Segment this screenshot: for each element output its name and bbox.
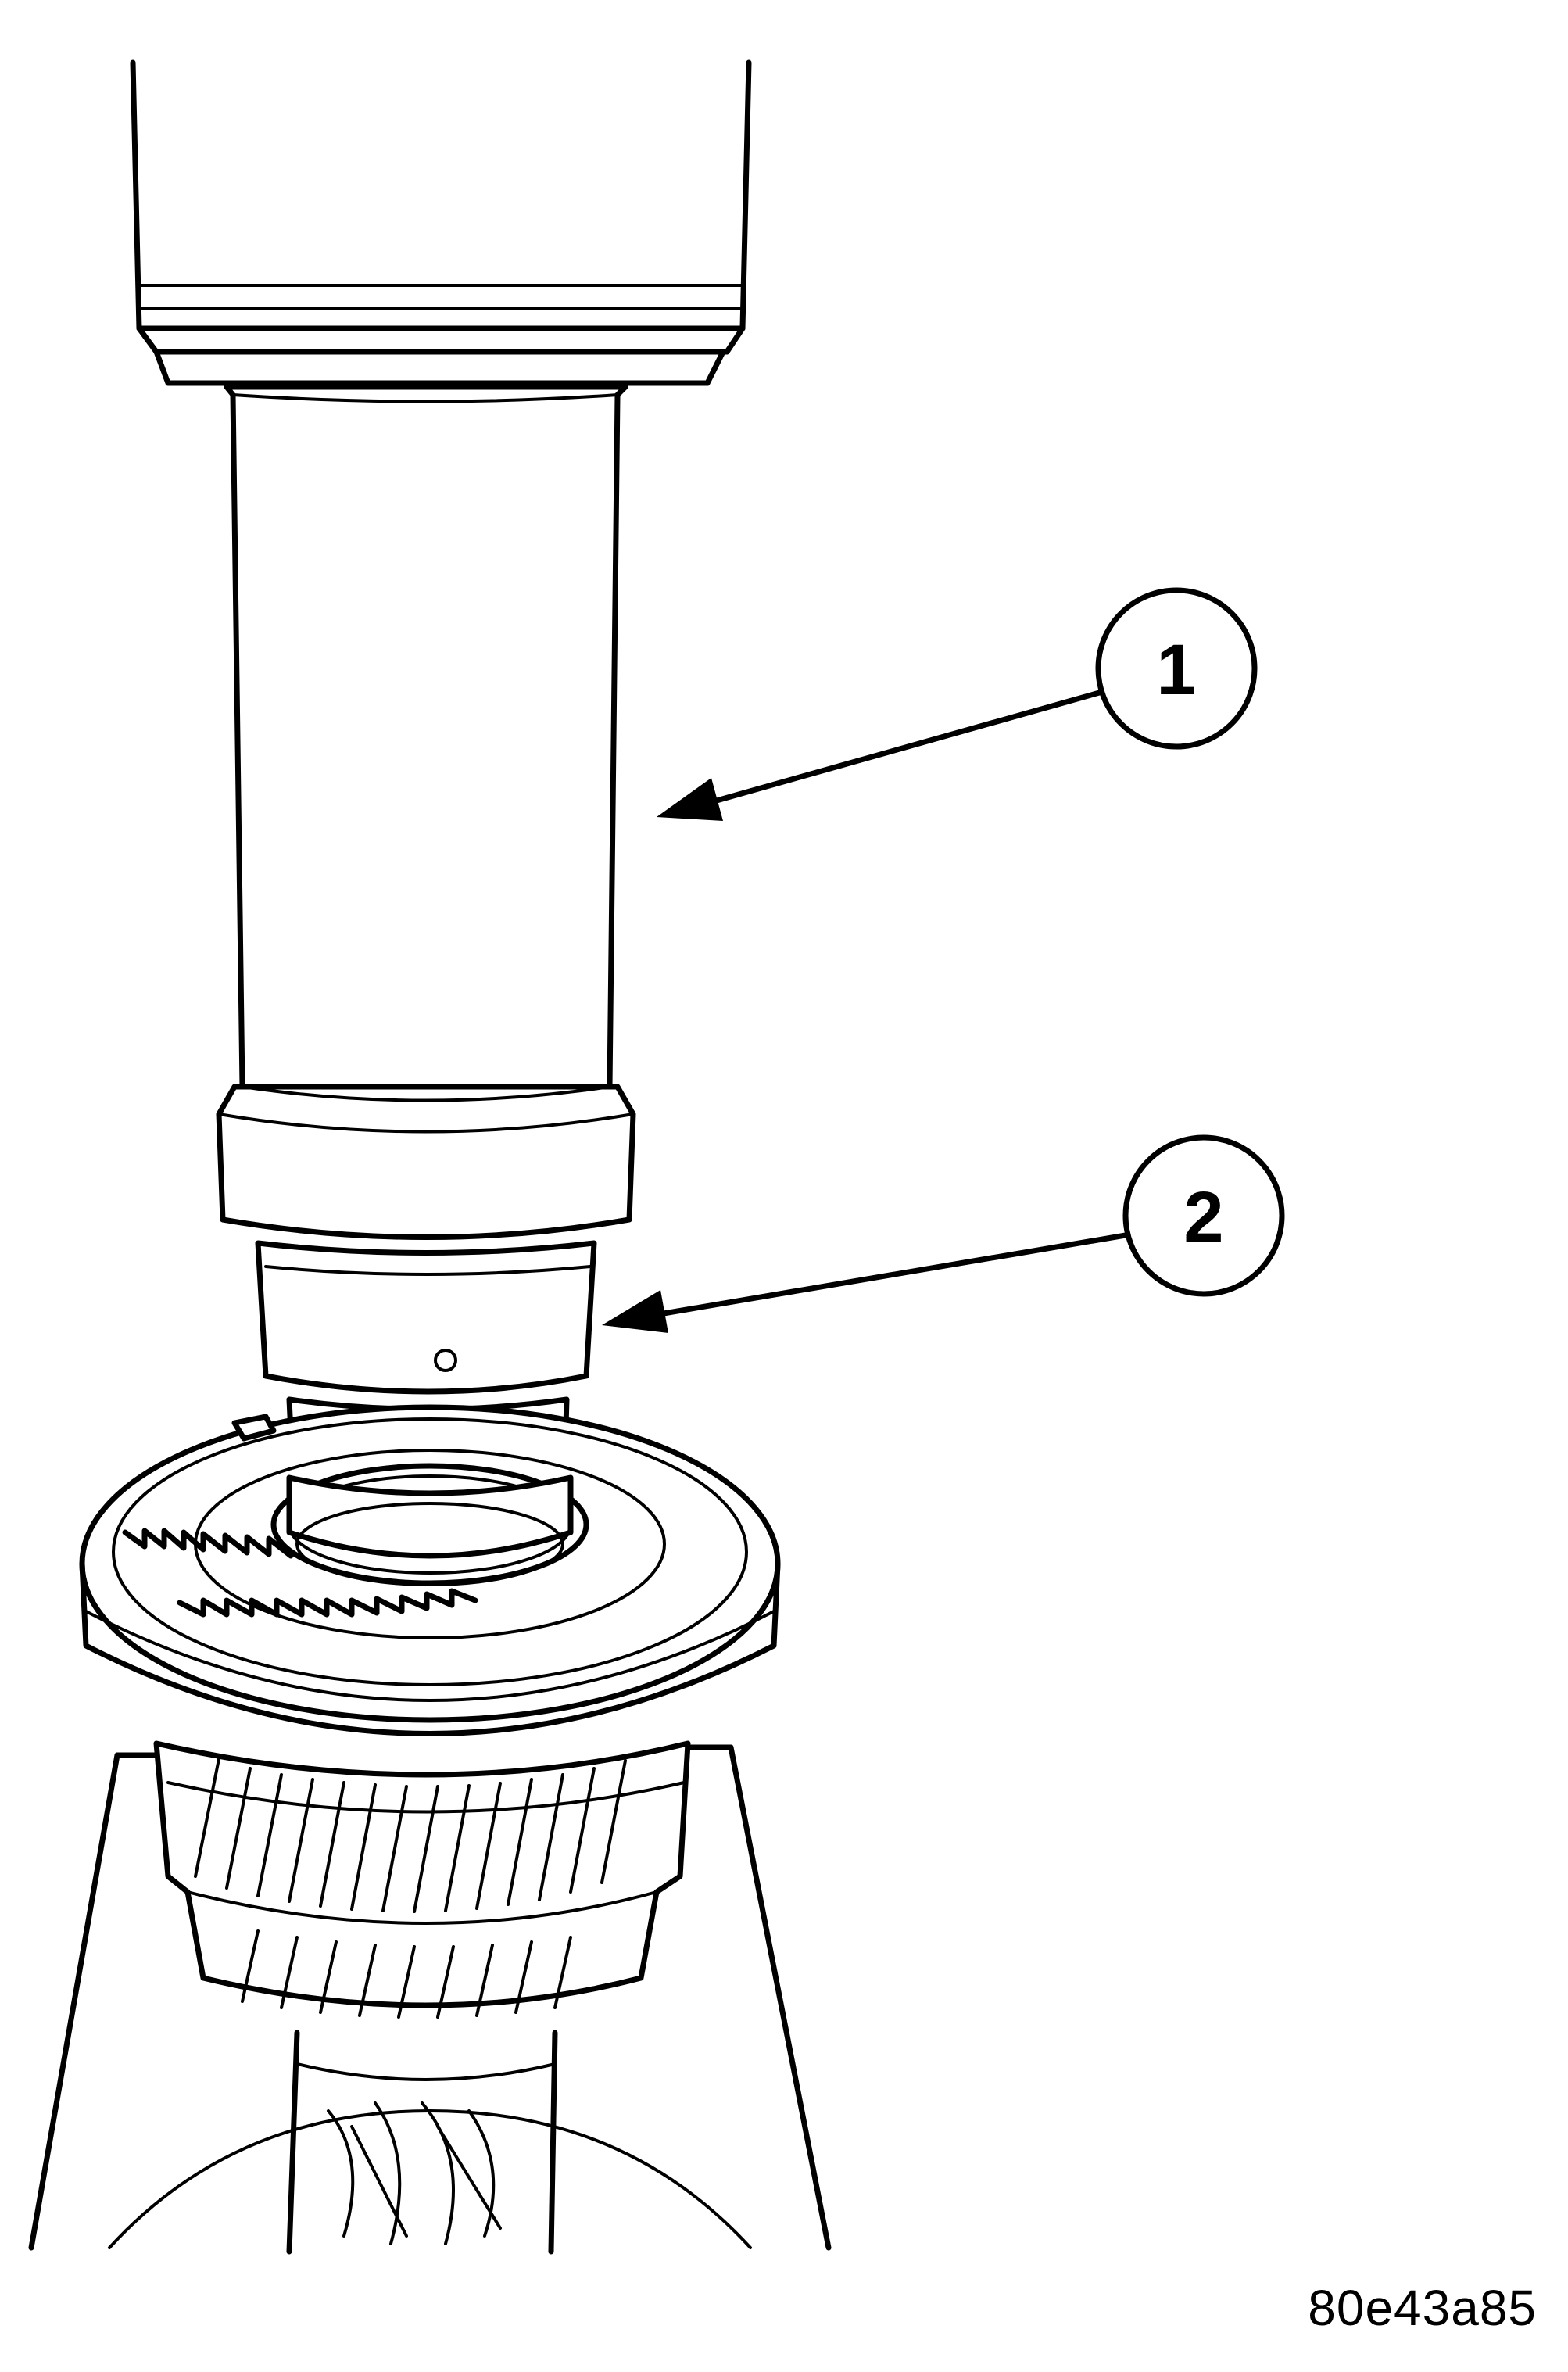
callout-2-label: 2 [1183, 1177, 1223, 1257]
helical-gear [153, 1740, 691, 2019]
callout-2-circle [1122, 1134, 1285, 1297]
callout-1-label: 1 [1156, 630, 1196, 710]
tool-shoulder-collar [216, 1084, 636, 1240]
installer-tool-upper-tube [224, 384, 628, 1090]
callout-1-circle [1095, 587, 1258, 750]
callout-2-leader [614, 1232, 1129, 1324]
figure-id: 80e43a85 [1308, 2280, 1537, 2336]
callout-2: 2 [602, 1134, 1285, 1333]
press-ram [130, 59, 752, 386]
synchronizer-assembly [79, 1404, 781, 1736]
callout-1-arrowhead [657, 778, 723, 821]
callout-1: 1 [657, 587, 1258, 821]
callout-1-leader [669, 689, 1105, 816]
callout-2-arrowhead [602, 1290, 668, 1333]
mainshaft [286, 2030, 558, 2255]
